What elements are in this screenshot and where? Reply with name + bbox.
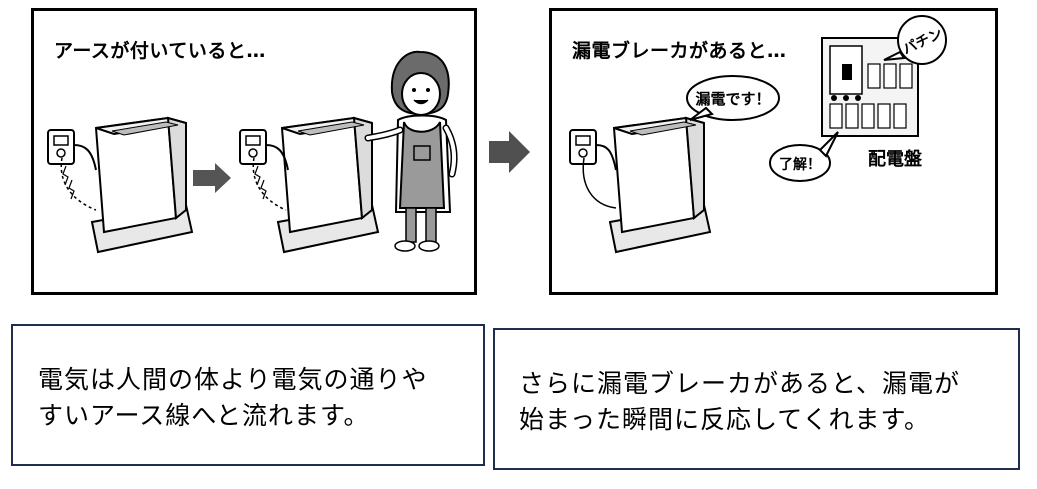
power-cord [73,144,97,171]
speech-bubble-sound: パチン [883,15,947,65]
bubble-ok-text: 了解！ [779,156,821,173]
outlet-icon [47,129,75,165]
washing-machine-2 [276,116,380,254]
speech-bubble-ok: 了解！ [769,131,839,182]
caption-left-line-2: すいアース線へと流れます。 [38,401,370,430]
power-cord [265,144,289,171]
panel-transition-arrow [489,131,530,173]
transition-arrow-1 [193,163,231,193]
outlet-icon [239,129,267,165]
electric-flow-icon [62,165,75,200]
washing-machine-1 [90,116,194,254]
caption-right: さらに漏電ブレーカがあると、漏電が 始まった瞬間に反応してくれます。 [493,328,1020,470]
left-panel-title: アースが付いていると… [54,40,266,62]
caption-right-line-1: さらに漏電ブレーカがあると、漏電が [519,369,961,398]
electric-flow-icon [254,165,267,200]
caption-right-line-2: 始まった瞬間に反応してくれます。 [519,405,931,434]
outlet-icon [569,129,597,165]
earth-wire [582,157,617,209]
bubble-leak-text: 漏電です！ [695,90,770,108]
earth-wire [60,157,97,211]
breaker-label: 配電盤 [868,148,923,170]
right-panel-title: 漏電ブレーカがあると… [572,40,787,62]
woman-figure [364,50,458,252]
earth-wire [252,157,287,211]
caption-left: 電気は人間の体より電気の通りや すいアース線へと流れます。 [11,324,485,466]
power-cord [595,144,617,171]
caption-left-line-1: 電気は人間の体より電気の通りや [38,365,428,394]
speech-bubble-leak: 漏電です！ [686,75,780,121]
washing-machine-3 [608,116,712,254]
breaker-panel [821,37,919,137]
